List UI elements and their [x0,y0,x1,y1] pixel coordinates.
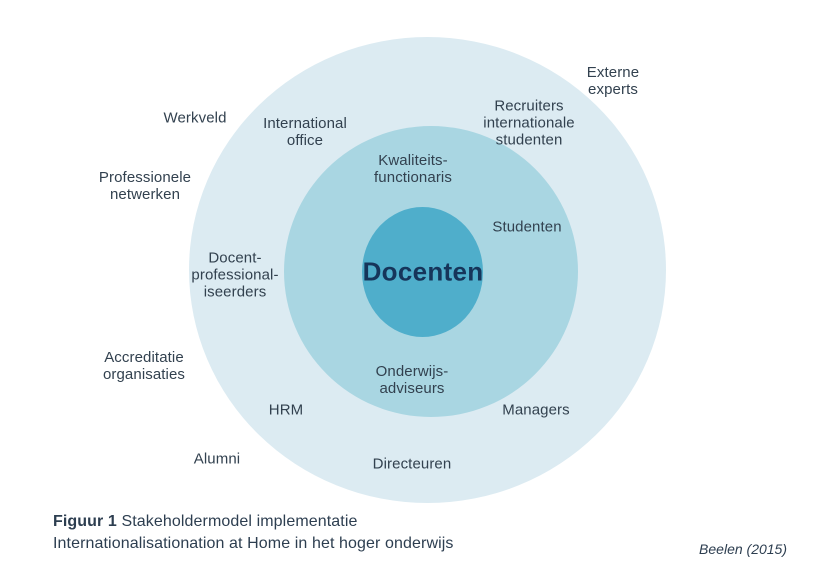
label-professionele-netwerken: Professionele netwerken [98,169,192,203]
label-recruiters-internationale-studenten: Recruiters internationale studenten [483,97,575,149]
inner-circle [362,207,483,337]
caption-line-1: Figuur 1 Stakeholdermodel implementatie [53,511,454,533]
label-werkveld: Werkveld [163,109,227,127]
label-alumni: Alumni [193,450,241,468]
label-directeuren: Directeuren [372,455,452,473]
caption-line-2: Internationalisationation at Home in het… [53,535,454,552]
label-kwaliteitsfunctionaris: Kwaliteits- functionaris [374,152,452,186]
label-hrm: HRM [268,401,304,419]
label-accreditatie-organisaties: Accreditatie organisaties [102,349,186,383]
caption-figure-number: Figuur 1 [53,513,117,530]
label-managers: Managers [502,401,570,419]
label-externe-experts: Externe experts [586,64,640,98]
label-studenten: Studenten [492,218,562,236]
source-attribution: Beelen (2015) [699,541,787,557]
label-docent-professionaliseerders: Docent- professional- iseerders [191,249,279,301]
figure-caption: Figuur 1 Stakeholdermodel implementatie … [53,511,454,555]
label-international-office: International office [263,115,347,149]
label-onderwijsadviseurs: Onderwijs- adviseurs [375,363,449,397]
caption-title: Stakeholdermodel implementatie [121,513,358,530]
center-label-docenten: Docenten [362,256,484,287]
